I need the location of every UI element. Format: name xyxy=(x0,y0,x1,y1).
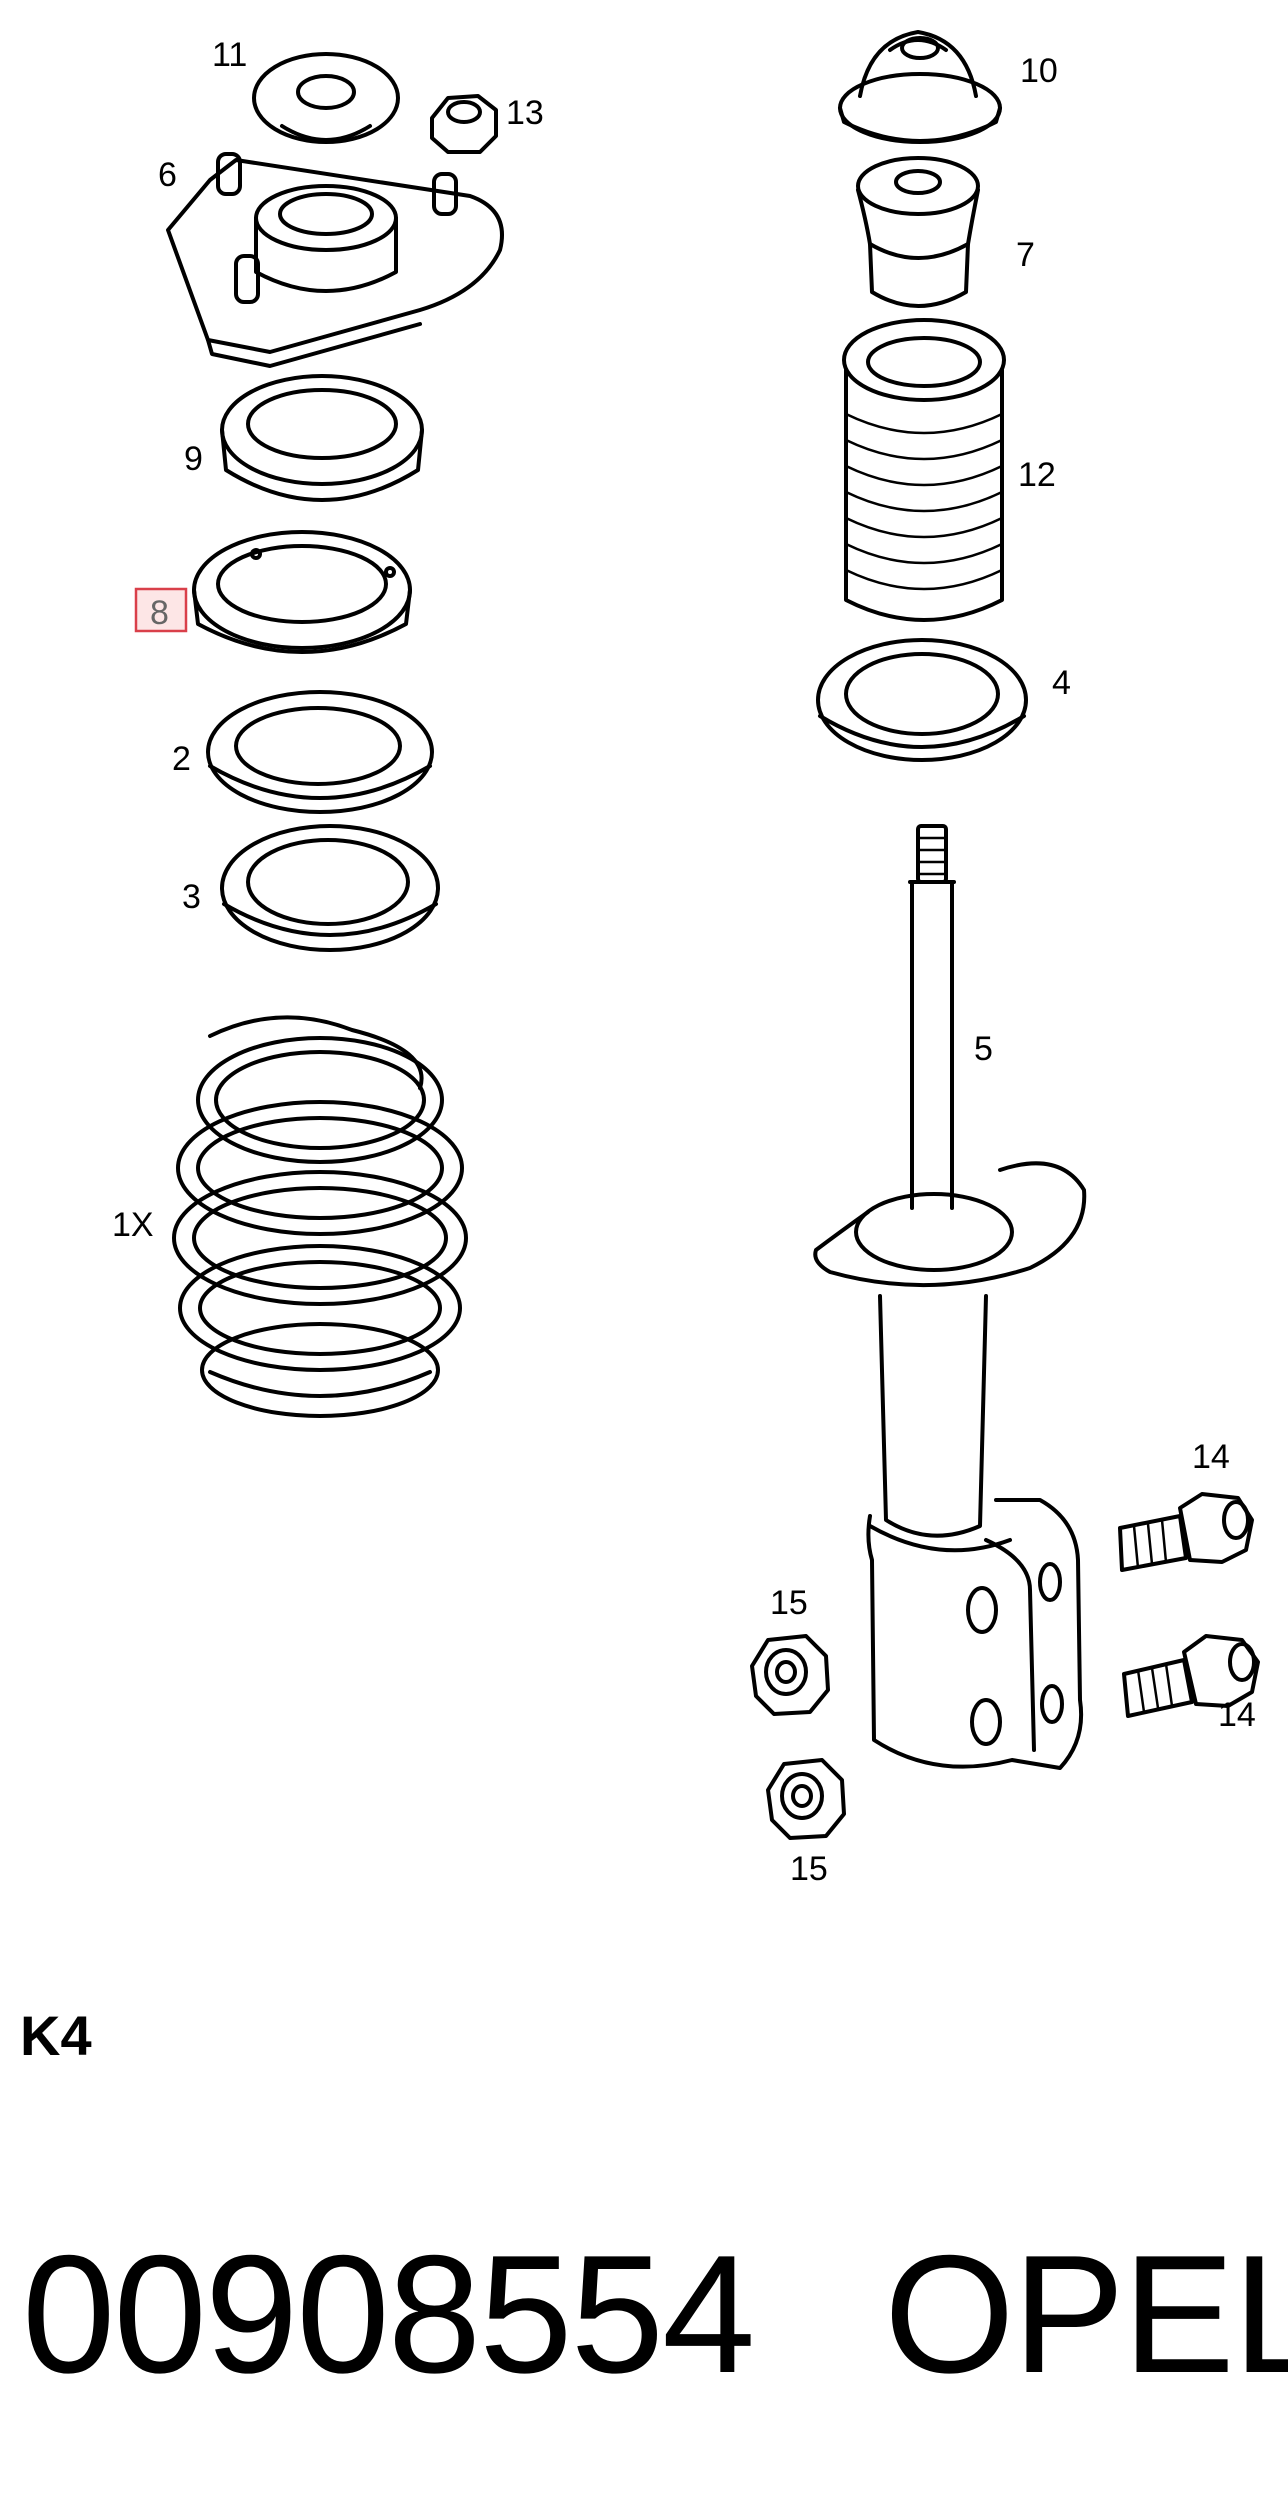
part-12-dust-boot[interactable] xyxy=(842,318,1006,622)
part-number: 00908554 xyxy=(22,2220,755,2408)
part-14-bolt-lower[interactable] xyxy=(1122,1634,1260,1718)
callout-3: 3 xyxy=(182,878,201,916)
callout-7: 7 xyxy=(1016,236,1035,274)
callout-10: 10 xyxy=(1020,52,1058,90)
part-11-strut-cap[interactable] xyxy=(252,52,400,144)
part-2-washer[interactable] xyxy=(206,690,434,814)
part-5-shock-absorber[interactable] xyxy=(813,824,1087,1770)
callout-9: 9 xyxy=(184,440,203,478)
exploded-parts-diagram: 11 13 6 10 7 9 12 8 4 2 3 5 1X 14 15 14 … xyxy=(112,30,1260,1888)
part-14-bolt-upper[interactable] xyxy=(1118,1492,1254,1572)
part-3-washer[interactable] xyxy=(220,824,440,952)
callout-2: 2 xyxy=(172,740,191,778)
callout-8[interactable]: 8 xyxy=(150,594,169,632)
brand-name: OPEL xyxy=(884,2220,1288,2408)
callout-8-highlight xyxy=(134,587,188,633)
part-15-nut-upper[interactable] xyxy=(750,1634,830,1716)
callout-14-upper: 14 xyxy=(1192,1438,1230,1476)
part-8-spring-seat-ring[interactable] xyxy=(192,530,412,654)
callout-14-lower: 14 xyxy=(1218,1696,1256,1734)
callout-12: 12 xyxy=(1018,456,1056,494)
part-7-bump-stop[interactable] xyxy=(856,156,980,308)
part-9-bearing-ring[interactable] xyxy=(220,374,424,502)
callout-11: 11 xyxy=(212,36,247,74)
part-13-nut[interactable] xyxy=(430,94,498,154)
part-6-upper-mount-plate[interactable] xyxy=(166,152,504,368)
callout-13: 13 xyxy=(506,94,544,132)
section-code: K4 xyxy=(20,2004,92,2067)
part-4-washer[interactable] xyxy=(816,638,1028,762)
callout-4: 4 xyxy=(1052,664,1071,702)
callout-6: 6 xyxy=(158,156,177,194)
callout-5: 5 xyxy=(974,1030,993,1068)
part-15-nut-lower[interactable] xyxy=(766,1758,846,1840)
callout-1x: 1X xyxy=(112,1206,154,1244)
part-1x-coil-spring[interactable] xyxy=(172,1015,468,1418)
callout-15-lower: 15 xyxy=(790,1850,828,1888)
part-10-top-mount[interactable] xyxy=(838,30,1002,144)
callout-15-upper: 15 xyxy=(770,1584,808,1622)
